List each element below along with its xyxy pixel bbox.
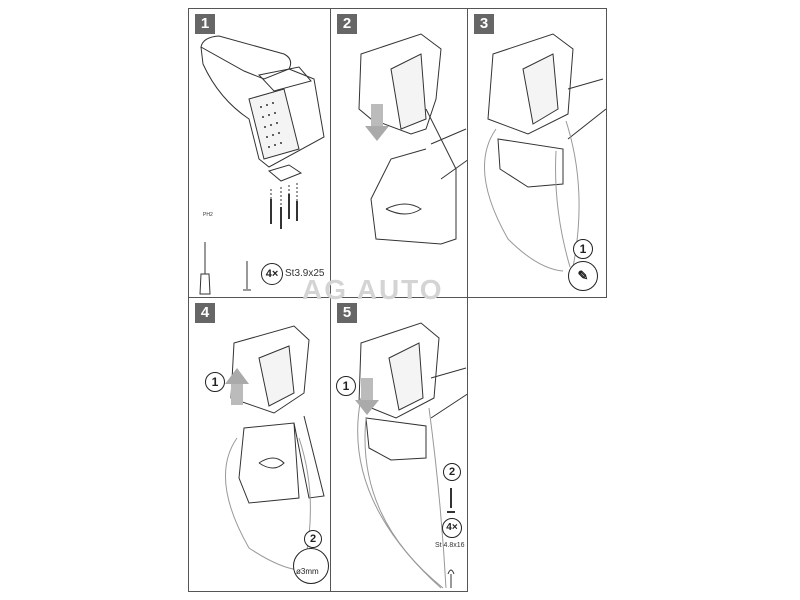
callout-1: 1 — [336, 376, 356, 396]
callout-2: 2 — [443, 463, 461, 481]
step-number: 2 — [337, 14, 357, 34]
drill-detail: ø3mm — [293, 548, 329, 584]
screw-count: 4× — [442, 518, 462, 538]
step-1-panel: 1 PH2 4× St3.9x25 — [188, 8, 331, 298]
screw-icon — [445, 553, 459, 588]
watermark: AG AUTO — [302, 274, 444, 305]
down-arrow-icon — [355, 378, 379, 415]
armrest-fixing-drawing — [355, 322, 467, 589]
screw-icon — [241, 257, 253, 293]
step-5-panel: 5 1 2 4× St 4.8x16 — [330, 297, 468, 592]
screw-spec: St3.9x25 — [285, 268, 325, 279]
screw-count: 4× — [261, 263, 283, 285]
down-arrow-icon — [365, 104, 389, 141]
release-clip-icon: ✎ — [568, 261, 598, 291]
up-arrow-icon — [225, 368, 249, 405]
drill-label: ø3mm — [296, 567, 319, 576]
step-number: 3 — [474, 14, 494, 34]
callout-1: 1 — [205, 372, 225, 392]
callout-number: 1 — [573, 239, 593, 259]
step-number: 1 — [195, 14, 215, 34]
step-number: 4 — [195, 303, 215, 323]
step-3-panel: 3 1 ✎ — [467, 8, 607, 298]
step-number: 5 — [337, 303, 357, 323]
armrest-removal-drawing — [224, 325, 325, 571]
step-2-panel: 2 — [330, 8, 468, 298]
callout-2: 2 — [304, 530, 322, 548]
screw-spec: St 4.8x16 — [435, 542, 465, 549]
armrest-assembly-drawing — [199, 35, 325, 295]
screwdriver-icon — [201, 227, 209, 293]
step-4-panel: 4 1 2 ø3mm — [188, 297, 331, 592]
tool-label: PH2 — [203, 212, 213, 218]
armrest-lowering-drawing — [358, 33, 467, 245]
